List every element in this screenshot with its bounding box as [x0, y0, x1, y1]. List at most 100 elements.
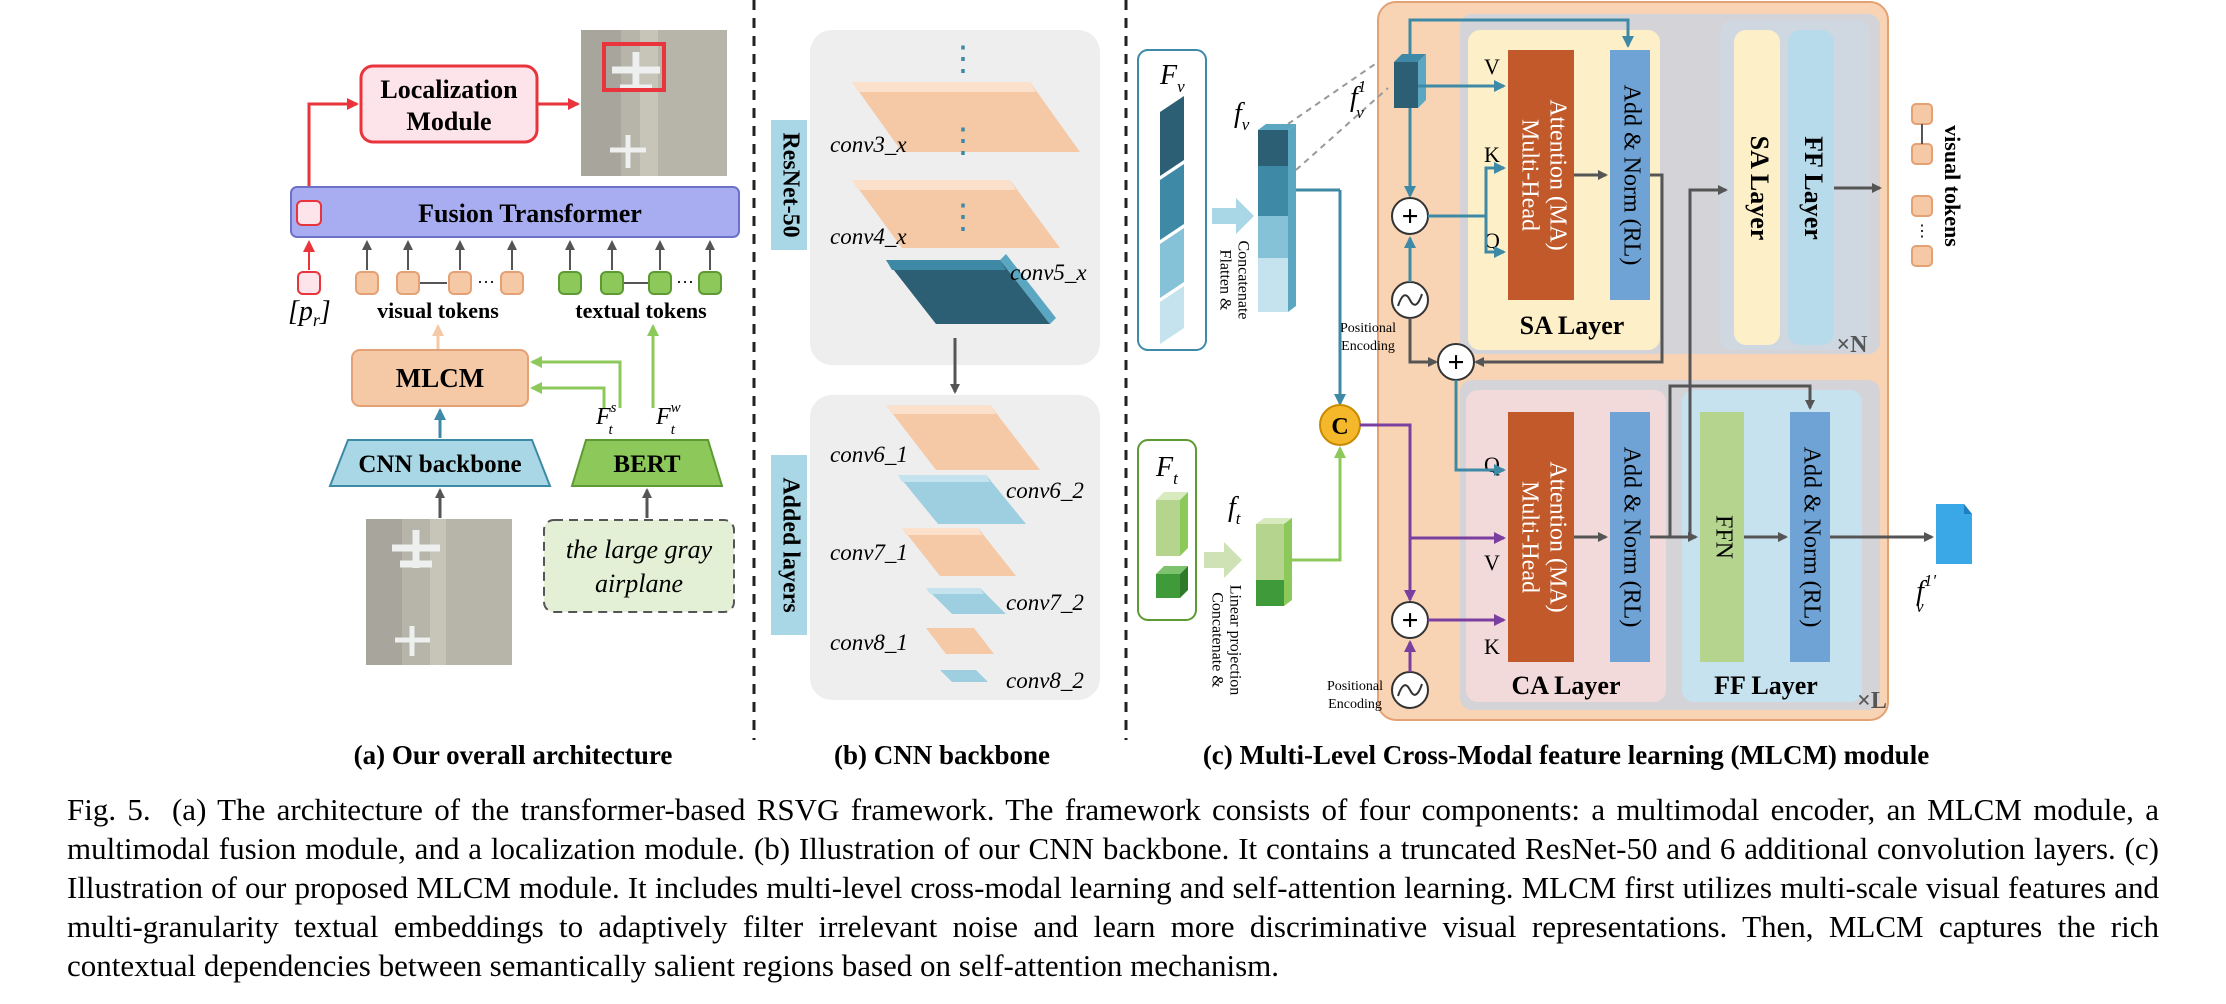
- p-r-label: [pr]: [288, 296, 331, 330]
- visual-token-row: ···: [355, 271, 524, 295]
- conv6-1-layer: [886, 405, 1040, 470]
- flatten-arrow: [1212, 198, 1254, 234]
- resnet-ellipsis: ⋮: [946, 41, 980, 78]
- conv6-2-label: conv6_2: [1006, 478, 1084, 503]
- ca-k-label: K: [1484, 634, 1500, 659]
- sa-mha-label-2: Attention (MA): [1544, 99, 1570, 250]
- visual-tokens-label: visual tokens: [377, 298, 499, 323]
- conv6-2-layer: [898, 475, 1026, 524]
- panel-c: SA Layer FF Layer ×N ×L Multi-Head Atten…: [1137, 1, 1972, 770]
- svg-text:+: +: [1401, 200, 1418, 233]
- query-text-box: [543, 519, 735, 613]
- aerial-image-output: [581, 30, 727, 176]
- flatten-label-1: Flatten &: [1216, 250, 1233, 311]
- panel-c-caption: (c) Multi-Level Cross-Modal feature lear…: [1203, 740, 1929, 770]
- fusion-transformer-box: [290, 186, 740, 238]
- visual-token: [355, 271, 379, 295]
- output-visual-token: [1911, 195, 1933, 217]
- conv4-layer: [852, 180, 1060, 248]
- figure-caption: Fig. 5. (a) The architecture of the tran…: [67, 790, 2159, 985]
- bert-label: BERT: [613, 451, 681, 478]
- output-visual-tokens-label: visual tokens: [1940, 125, 1965, 247]
- concat-node-label: C: [1331, 414, 1348, 440]
- svg-text:+: +: [1401, 604, 1418, 637]
- textual-tokens-label: textual tokens: [575, 298, 707, 323]
- added-layers-tag-label: Added layers: [777, 477, 803, 612]
- ca-mha-label-2: Attention (MA): [1544, 461, 1570, 612]
- output-feature-label: f1'v: [1916, 571, 1936, 616]
- sa-add-norm-label: Add & Norm (RL): [1618, 85, 1644, 266]
- textual-token-row: ···: [558, 271, 722, 295]
- ff-layer-label: FF Layer: [1714, 671, 1818, 700]
- panel-a: Localization Module Fusion Transformer: [288, 30, 740, 770]
- textual-token: [648, 271, 672, 295]
- output-visual-token: [1911, 245, 1933, 267]
- f-v1-cube: [1394, 54, 1426, 108]
- visual-token: [396, 271, 420, 295]
- conv7-1-layer: [902, 528, 1016, 576]
- sa-layer-right-label: SA Layer: [1745, 136, 1774, 241]
- f-v-feature-2: [1160, 164, 1184, 240]
- f-t-stack: [1256, 518, 1292, 606]
- ca-v-label: V: [1484, 550, 1500, 575]
- f-t-input-label: Ft: [1155, 452, 1179, 488]
- sa-layer-right: [1734, 30, 1780, 345]
- f-v-label: fv: [1234, 98, 1250, 134]
- sa-mha-block: [1508, 50, 1574, 300]
- concat-linear-label-1: Concatenate &: [1208, 592, 1225, 688]
- fusion-transformer-label: Fusion Transformer: [418, 199, 642, 228]
- regression-token: [297, 271, 321, 295]
- conv5-layer: [886, 260, 1050, 324]
- times-n-label: ×N: [1836, 332, 1868, 358]
- cnn-backbone-box: [328, 439, 552, 487]
- conv3-label: conv3_x: [830, 132, 907, 157]
- ca-positional-encoding-label-1: Positional: [1327, 679, 1383, 694]
- ff-layer-right-label: FF Layer: [1799, 136, 1828, 240]
- sa-mha-label-1: Multi-Head: [1516, 119, 1542, 231]
- ffn-block: [1700, 412, 1744, 662]
- textual-token: [600, 271, 624, 295]
- f-v-feature-3: [1160, 228, 1184, 298]
- localization-module-box: [359, 64, 539, 144]
- ca-add-norm-label: Add & Norm (RL): [1618, 447, 1644, 628]
- conv6-1-label: conv6_1: [830, 442, 908, 467]
- panel-b: ResNet-50 Added layers ⋮ ⋮ conv3_x ⋮ con…: [771, 30, 1100, 770]
- resnet-ellipsis-3: ⋮: [946, 199, 980, 236]
- conv7-1-label: conv7_1: [830, 540, 908, 565]
- conv8-1-label: conv8_1: [830, 630, 908, 655]
- localization-module-label-2: Module: [406, 107, 491, 136]
- sa-v-label: V: [1484, 54, 1500, 79]
- output-visual-tokens: ⋮: [1911, 103, 1933, 267]
- sa-positional-encoding-label-1: Positional: [1340, 321, 1396, 336]
- resnet-tag-label: ResNet-50: [777, 132, 803, 237]
- conv7-2-label: conv7_2: [1006, 590, 1084, 615]
- ff-add-norm-block: [1790, 412, 1830, 662]
- panel-a-caption: (a) Our overall architecture: [354, 740, 673, 770]
- ca-layer-label: CA Layer: [1511, 671, 1620, 700]
- added-layers-tag: [771, 455, 807, 635]
- visual-token-ellipsis: ···: [477, 272, 495, 292]
- ca-mha-block: [1508, 412, 1574, 662]
- flatten-label-2: Concatenate: [1234, 240, 1251, 319]
- cnn-backbone-label: CNN backbone: [358, 451, 521, 478]
- sa-positional-encoding-label-2: Encoding: [1341, 339, 1395, 354]
- output-feature-icon: [1936, 504, 1972, 564]
- resnet-tag: [771, 120, 807, 250]
- output-visual-token: [1911, 143, 1933, 165]
- f-v-feature-4: [1160, 286, 1184, 344]
- f-t-feature: [1156, 492, 1188, 598]
- concat-linear-arrow: [1204, 542, 1242, 578]
- conv3-layer: [852, 82, 1080, 152]
- ca-mha-label-1: Multi-Head: [1516, 481, 1542, 593]
- f-t-label: ft: [1228, 492, 1242, 528]
- sa-layer-label: SA Layer: [1520, 311, 1625, 340]
- regression-token-in-fusion: [296, 200, 322, 226]
- figure-caption-label: Fig. 5.: [67, 792, 151, 827]
- times-l-label: ×L: [1857, 688, 1887, 714]
- svg-text:+: +: [1447, 346, 1464, 379]
- resnet-ellipsis-2: ⋮: [946, 123, 980, 160]
- aerial-image-input: [366, 519, 512, 665]
